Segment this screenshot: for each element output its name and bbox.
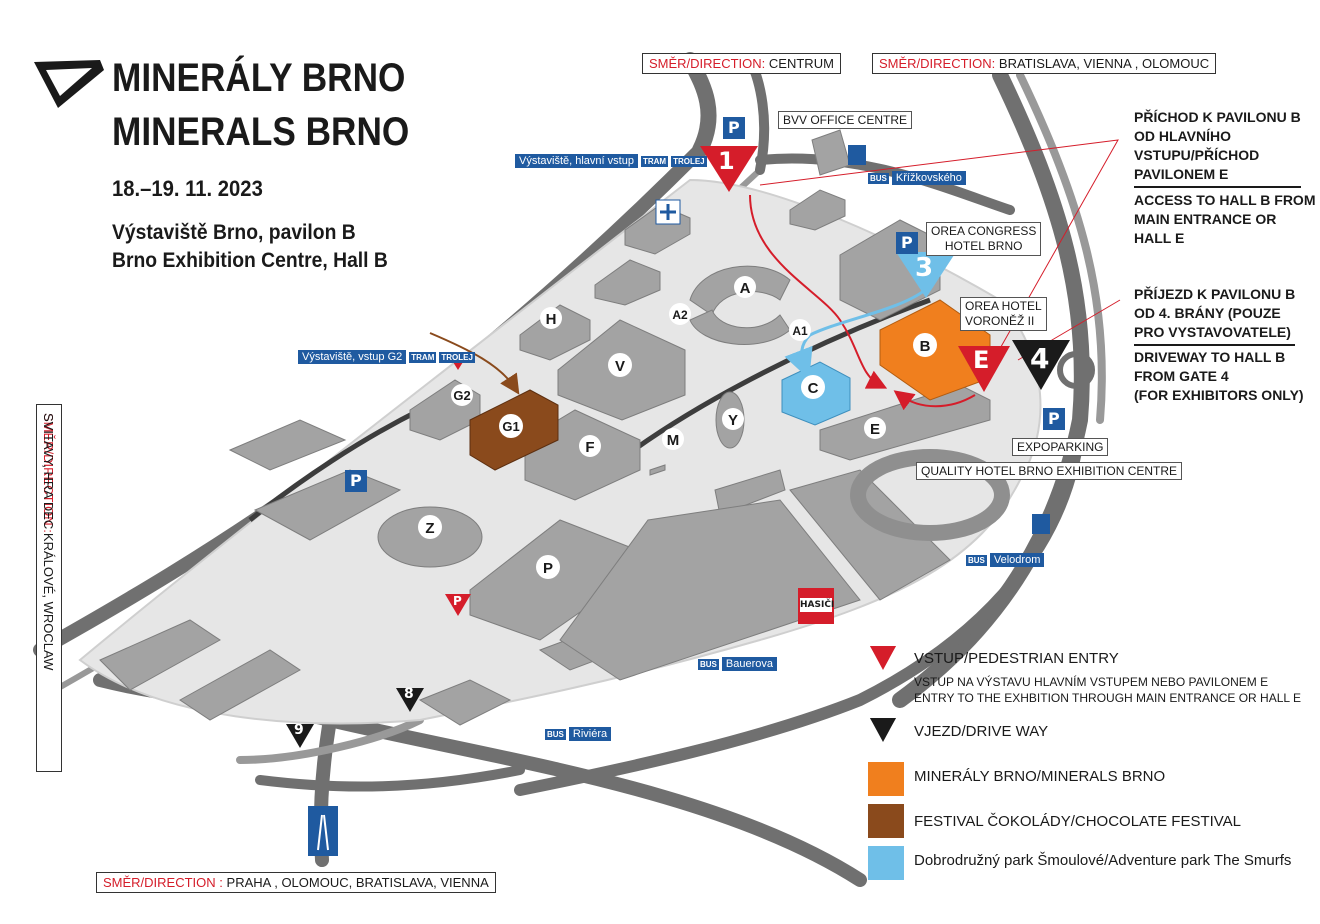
legend-drive: VJEZD/DRIVE WAY: [914, 723, 1049, 740]
parking-4: P: [350, 471, 362, 490]
hall-c-label: C: [808, 380, 819, 397]
gate-4: 4: [1030, 342, 1050, 375]
legend-smurfs-swatch: [868, 846, 904, 880]
motorway-sign: [308, 806, 338, 856]
direction-west: SMĚR/DIRECTION : SVITAVY, HRA DEC KRÁLOV…: [36, 404, 62, 772]
gate-1: 1: [718, 147, 735, 175]
gate-9: 9: [294, 722, 304, 738]
access-path-smurfs: [784, 288, 926, 380]
hasici-sign: [798, 588, 834, 624]
gate-3: 3: [915, 253, 934, 283]
parking-1: P: [728, 118, 740, 137]
hall-y-label: Y: [728, 412, 738, 429]
event-dates: 18.–19. 11. 2023: [112, 176, 263, 201]
hall-e-label: E: [870, 421, 880, 438]
hall-g1-label: G1: [502, 419, 519, 434]
hall-g2-label: G2: [453, 388, 470, 403]
medical-icon: [655, 199, 681, 225]
hall-a-label: A: [740, 280, 751, 297]
legend-pedestrian-note-1: VSTUP NA VÝSTAVU HLAVNÍM VSTUPEM NEBO PA…: [914, 675, 1269, 689]
legend-chocolate: FESTIVAL ČOKOLÁDY/CHOCOLATE FESTIVAL: [914, 813, 1242, 830]
hall-z-label: Z: [425, 520, 434, 537]
hall-b-label: B: [920, 338, 931, 355]
hall-a1-label: A1: [792, 324, 808, 338]
hall-m-label: M: [667, 432, 680, 449]
gate-8: 8: [404, 686, 414, 702]
label-hasici: HASIČI: [800, 600, 835, 610]
gate-e: E: [973, 346, 990, 374]
parking-markers: [345, 117, 1065, 534]
legend-minerals-swatch: [868, 762, 904, 796]
direction-centrum: SMĚR/DIRECTION: CENTRUM: [642, 53, 841, 74]
legend-pedestrian-icon: [870, 646, 896, 670]
label-bvv: BVV OFFICE CENTRE: [778, 111, 913, 129]
direction-east: SMĚR/DIRECTION: BRATISLAVA, VIENNA , OLO…: [872, 53, 1217, 74]
legend-drive-icon: [870, 718, 896, 742]
legend-minerals: MINERÁLY BRNO/MINERALS BRNO: [914, 768, 1166, 785]
direction-south: SMĚR/DIRECTION : PRAHA , OLOMOUC, BRATIS…: [96, 872, 496, 893]
hall-p-label: P: [543, 560, 553, 577]
hall-a2-label: A2: [672, 308, 688, 322]
legend-chocolate-swatch: [868, 804, 904, 838]
parking-2: P: [901, 233, 913, 252]
label-quality-hotel: QUALITY HOTEL BRNO EXHIBITION CENTRE: [916, 462, 1183, 480]
velodrome: [850, 449, 1010, 541]
access-path-e: [893, 390, 976, 411]
hall-markers: [418, 276, 937, 579]
parking-3: P: [1048, 409, 1060, 428]
access-path-chocolate: [429, 332, 520, 395]
gate-p: P: [453, 594, 462, 608]
hall-v-label: V: [615, 358, 625, 375]
minerals-logo: [34, 60, 104, 108]
title-cz: MINERÁLY BRNO: [112, 56, 406, 100]
venue-en: Brno Exhibition Centre, Hall B: [112, 249, 388, 272]
hall-h-label: H: [546, 311, 557, 328]
legend-pedestrian: VSTUP/PEDESTRIAN ENTRY: [914, 650, 1119, 667]
title-en: MINERALS BRNO: [112, 110, 410, 154]
hall-f-label: F: [585, 439, 594, 456]
access-path-main: [749, 194, 888, 389]
venue-cz: Výstaviště Brno, pavilon B: [112, 221, 356, 244]
label-expoparking: EXPOPARKING: [1012, 438, 1109, 456]
hall-letters: A A2 A1 B C E F G1 G2 H M P V Y Z: [425, 280, 930, 577]
legend-pedestrian-note-2: ENTRY TO THE EXHBITION THROUGH MAIN ENTR…: [914, 691, 1301, 705]
legend-smurfs: Dobrodružný park Šmoulové/Adventure park…: [914, 852, 1292, 869]
